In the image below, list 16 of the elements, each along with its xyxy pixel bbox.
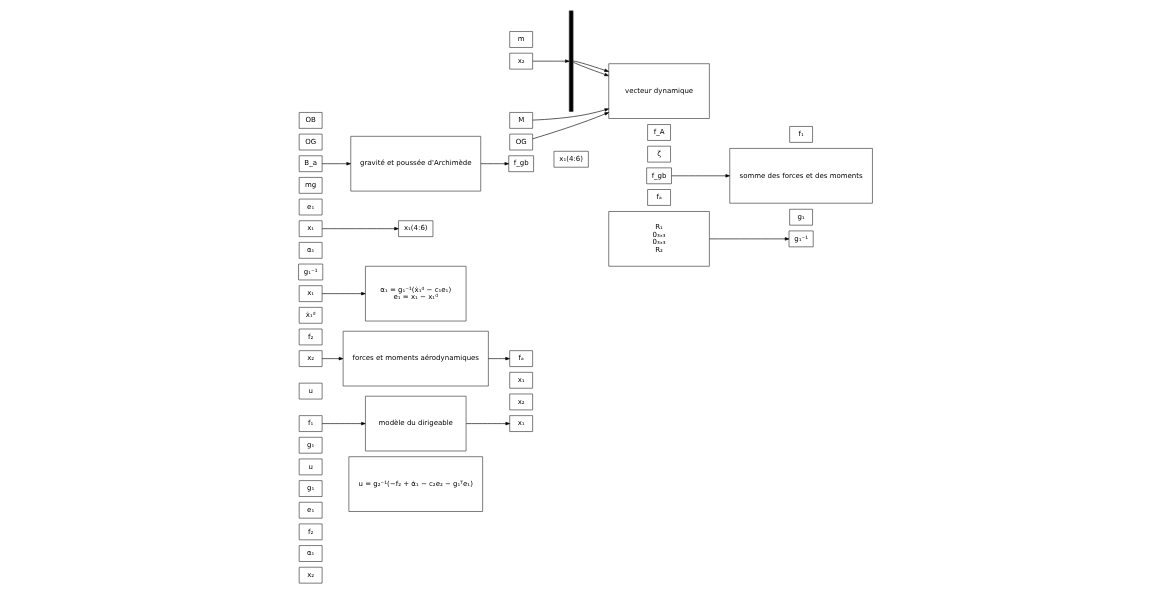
node-bar: [568, 10, 574, 112]
arrow: [480, 162, 509, 166]
arrow: [671, 174, 730, 178]
arrow: [532, 112, 609, 140]
arrow: [573, 61, 609, 77]
arrow: [709, 237, 790, 241]
arrow: [466, 421, 510, 426]
arrow: [573, 60, 609, 72]
arrow: [321, 292, 366, 296]
arrow: [532, 108, 609, 121]
arrow: [488, 356, 510, 361]
arrow: [321, 162, 351, 166]
arrow: [321, 356, 344, 361]
arrow: [321, 421, 366, 426]
arrow: [532, 59, 570, 63]
arrow: [321, 227, 399, 231]
